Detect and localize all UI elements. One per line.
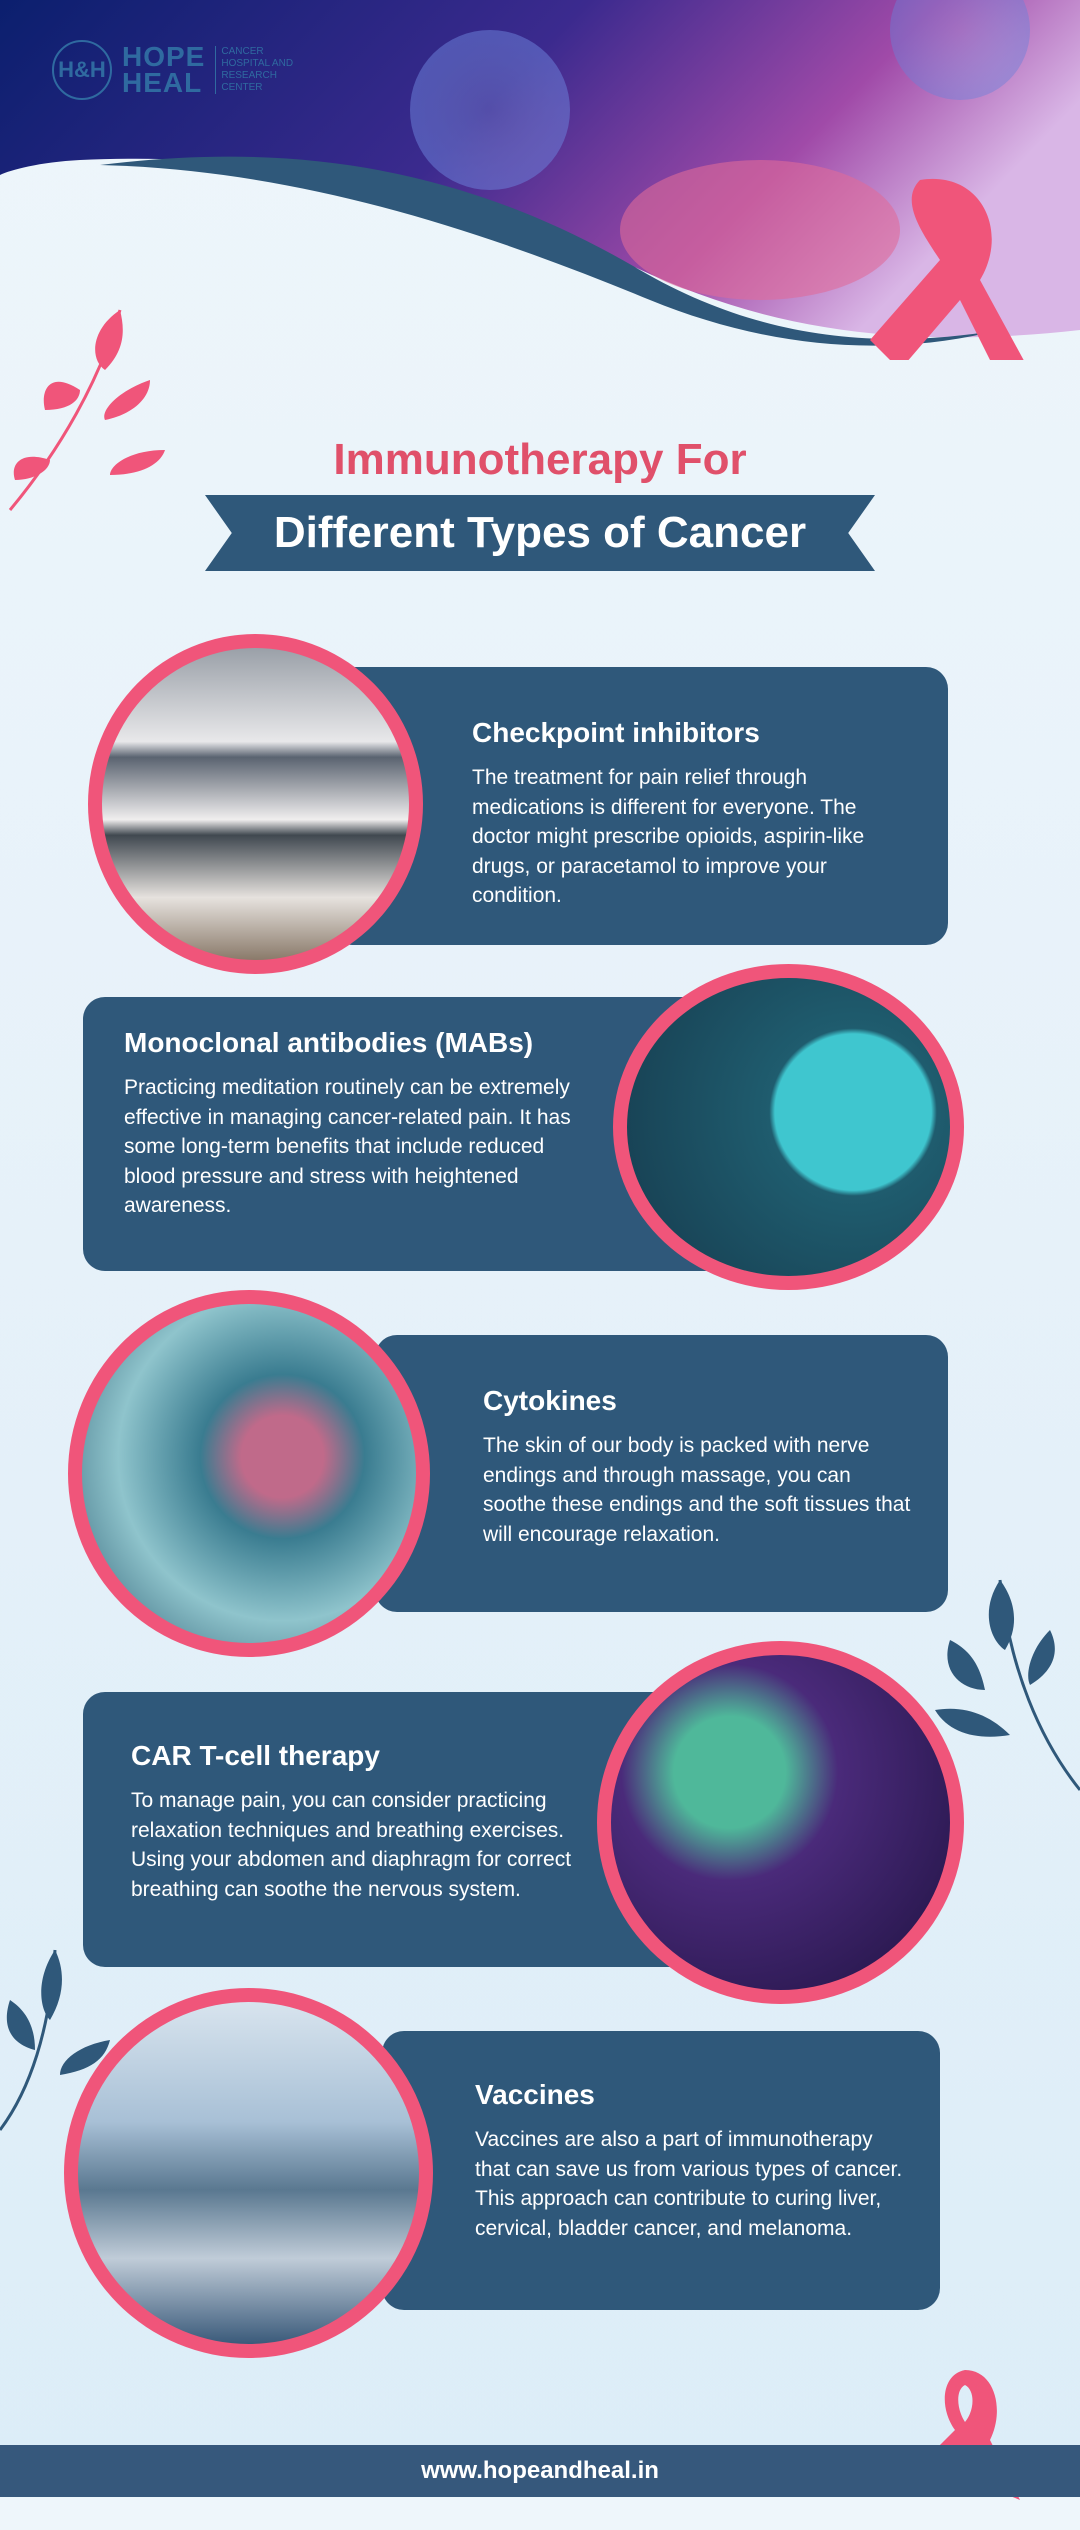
section-title: Checkpoint inhibitors: [472, 717, 760, 748]
section-title: Vaccines: [475, 2079, 595, 2110]
leaf-icon: [935, 1579, 1080, 1791]
section-card: Cytokines The skin of our body is packed…: [375, 1335, 948, 1612]
section-title: Monoclonal antibodies (MABs): [124, 1027, 534, 1058]
section-image-molecules: [68, 1290, 430, 1657]
hero-banner: [0, 0, 1080, 360]
section-image-vaccine: [64, 1988, 433, 2358]
section-title: CAR T-cell therapy: [131, 1740, 380, 1771]
section-image-pharmacy-shelves: [88, 634, 423, 974]
footer-website-link[interactable]: www.hopeandheal.in: [0, 2445, 1080, 2497]
section-card: Checkpoint inhibitors The treatment for …: [330, 667, 948, 945]
section-image-t-cell: [597, 1641, 964, 2004]
logo-subtitle: CANCER HOSPITAL AND RESEARCH CENTER: [215, 46, 305, 94]
section-title: Cytokines: [483, 1385, 617, 1416]
leaf-icon: [8, 309, 165, 511]
section-body: The skin of our body is packed with nerv…: [483, 1434, 911, 1546]
leaf-icon: [0, 1949, 111, 2131]
section-body: To manage pain, you can consider practic…: [131, 1789, 572, 1901]
section-body: Practicing meditation routinely can be e…: [124, 1076, 571, 1217]
section-body: Vaccines are also a part of immunotherap…: [475, 2128, 903, 2240]
section-card: Vaccines Vaccines are also a part of imm…: [382, 2031, 940, 2310]
ribbon-icon: [870, 178, 1024, 360]
logo-mark: H&H: [52, 40, 112, 100]
page-title: Immunotherapy For: [333, 435, 747, 484]
section-image-syringes: [613, 964, 964, 1290]
section-body: The treatment for pain relief through me…: [472, 766, 865, 907]
page-subtitle-banner: Different Types of Cancer: [205, 495, 875, 571]
